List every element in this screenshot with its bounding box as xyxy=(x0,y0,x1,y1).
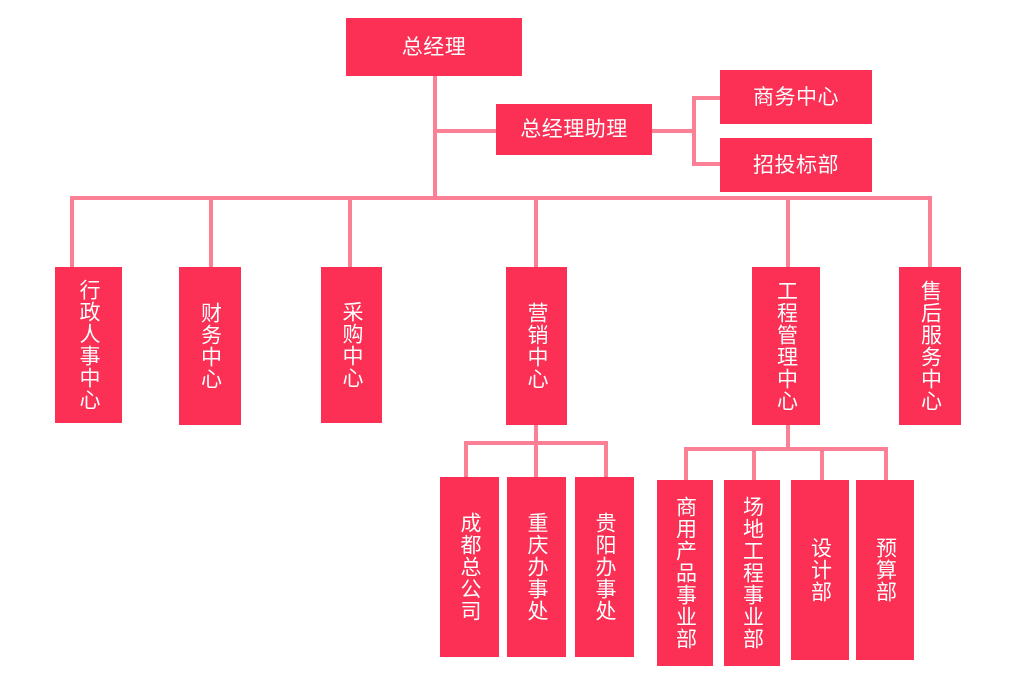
node-guiyang-office[interactable]: 贵阳办事处 xyxy=(575,477,634,657)
node-general-manager[interactable]: 总经理 xyxy=(346,18,522,76)
node-label-marketing-center: 营销中心 xyxy=(525,302,549,390)
node-design-dept[interactable]: 设计部 xyxy=(791,480,849,660)
connector-drop-guiyang xyxy=(604,441,608,477)
node-aftersales-center[interactable]: 售后服务中心 xyxy=(899,267,961,425)
connector-engineering-stem xyxy=(786,425,790,450)
node-business-center[interactable]: 商务中心 xyxy=(720,70,872,124)
connector-drop-site-engineering xyxy=(752,447,756,480)
node-label-chengdu-hq: 成都总公司 xyxy=(458,512,482,622)
connector-assistant-riser xyxy=(692,96,696,166)
node-chengdu-hq[interactable]: 成都总公司 xyxy=(440,477,499,657)
node-budget-dept[interactable]: 预算部 xyxy=(856,480,914,660)
node-label-general-manager: 总经理 xyxy=(401,34,467,59)
connector-main-bus xyxy=(70,196,932,200)
node-bidding-dept[interactable]: 招投标部 xyxy=(720,138,872,192)
node-label-commercial-product-div: 商用产品事业部 xyxy=(673,496,698,650)
node-engineering-mgmt-center[interactable]: 工程管理中心 xyxy=(752,267,820,425)
connector-drop-finance xyxy=(209,196,213,267)
node-label-business-center: 商务中心 xyxy=(753,84,839,109)
node-finance-center[interactable]: 财务中心 xyxy=(179,267,241,425)
connector-riser-to-bidding-dept xyxy=(692,162,722,166)
node-procurement-center[interactable]: 采购中心 xyxy=(321,267,382,423)
node-label-procurement-center: 采购中心 xyxy=(340,301,364,389)
node-site-engineering-div[interactable]: 场地工程事业部 xyxy=(724,480,780,666)
connector-drop-chengdu xyxy=(464,441,468,477)
node-label-finance-center: 财务中心 xyxy=(198,302,223,390)
node-commercial-product-div[interactable]: 商用产品事业部 xyxy=(657,480,713,666)
node-chongqing-office[interactable]: 重庆办事处 xyxy=(507,477,566,657)
node-label-engineering-mgmt-center: 工程管理中心 xyxy=(774,280,799,412)
connector-drop-procurement xyxy=(348,196,352,267)
connector-marketing-stem xyxy=(534,425,538,445)
connector-drop-chongqing xyxy=(534,441,538,477)
connector-drop-engineering xyxy=(786,196,790,267)
node-label-aftersales-center: 售后服务中心 xyxy=(918,280,943,412)
connector-drop-budget xyxy=(884,447,888,480)
connector-drop-aftersales xyxy=(928,196,932,267)
node-label-gm-assistant: 总经理助理 xyxy=(520,117,628,142)
connector-gm-trunk xyxy=(433,75,437,200)
connector-drop-design xyxy=(820,447,824,480)
connector-drop-marketing xyxy=(534,196,538,267)
connector-engineering-subbus xyxy=(684,447,888,451)
node-label-chongqing-office: 重庆办事处 xyxy=(525,512,549,622)
node-label-bidding-dept: 招投标部 xyxy=(753,152,839,177)
node-label-design-dept: 设计部 xyxy=(808,537,833,603)
node-label-guiyang-office: 贵阳办事处 xyxy=(593,512,617,622)
connector-drop-commercial-product xyxy=(684,447,688,480)
node-marketing-center[interactable]: 营销中心 xyxy=(506,267,567,425)
node-label-budget-dept: 预算部 xyxy=(873,537,898,603)
node-gm-assistant[interactable]: 总经理助理 xyxy=(496,104,652,155)
node-label-admin-hr-center: 行政人事中心 xyxy=(77,279,101,411)
connector-gm-to-assistant xyxy=(433,129,498,133)
connector-drop-admin-hr xyxy=(70,196,74,267)
node-admin-hr-center[interactable]: 行政人事中心 xyxy=(55,267,122,423)
connector-assistant-to-riser xyxy=(651,129,696,133)
connector-riser-to-business-center xyxy=(692,96,722,100)
node-label-site-engineering-div: 场地工程事业部 xyxy=(740,496,765,650)
